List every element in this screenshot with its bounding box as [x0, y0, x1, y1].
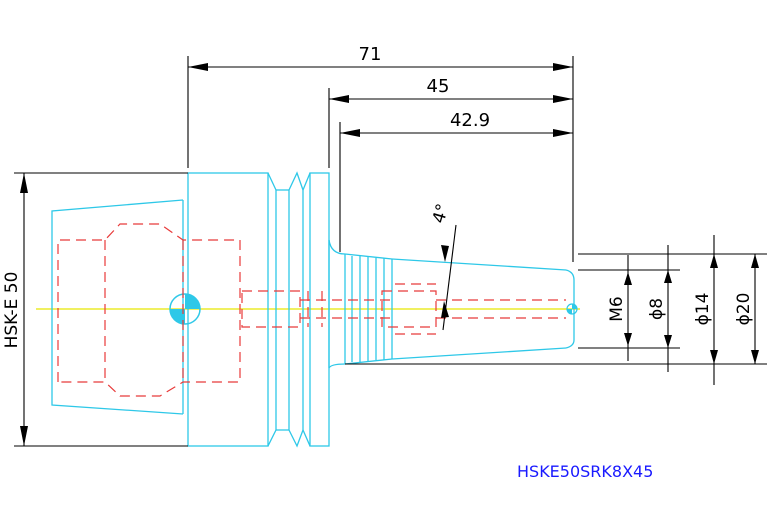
- dimension-taper-length: 42.9: [339, 110, 573, 252]
- part-number-label: HSKE50SRK8X45: [517, 462, 653, 481]
- hidden-bore-lines: [57, 223, 566, 397]
- dim-45-label: 45: [427, 76, 450, 97]
- dimension-base-diameter: ϕ20: [734, 254, 759, 364]
- shank-outline: [328, 239, 393, 369]
- center-mark-right: [566, 303, 578, 315]
- dim-phi8-label: ϕ8: [647, 298, 667, 320]
- dimension-taper-angle: 4°: [429, 202, 457, 331]
- dimension-overall-length: 71: [187, 44, 574, 262]
- dimension-interface: HSK-E 50: [2, 172, 188, 447]
- dim-4-degree-label: 4°: [429, 202, 454, 226]
- dimension-bore-diameter: ϕ8: [647, 245, 672, 372]
- dimension-shank-length: 45: [328, 76, 573, 168]
- dim-hsk-e50-label: HSK-E 50: [2, 272, 22, 349]
- dim-42-9-label: 42.9: [450, 110, 490, 131]
- dim-phi20-label: ϕ20: [734, 293, 754, 326]
- hsk-taper-outline: [51, 199, 184, 415]
- dim-phi14-label: ϕ14: [693, 293, 713, 326]
- tapered-nose-outline: [391, 258, 575, 360]
- center-mark-left: [169, 293, 201, 325]
- dimension-tip-diameter: ϕ14: [693, 235, 718, 385]
- dimension-thread: M6: [607, 255, 632, 361]
- dim-71-label: 71: [359, 44, 382, 65]
- dim-m6-label: M6: [607, 296, 627, 321]
- right-extension-lines: [345, 253, 767, 365]
